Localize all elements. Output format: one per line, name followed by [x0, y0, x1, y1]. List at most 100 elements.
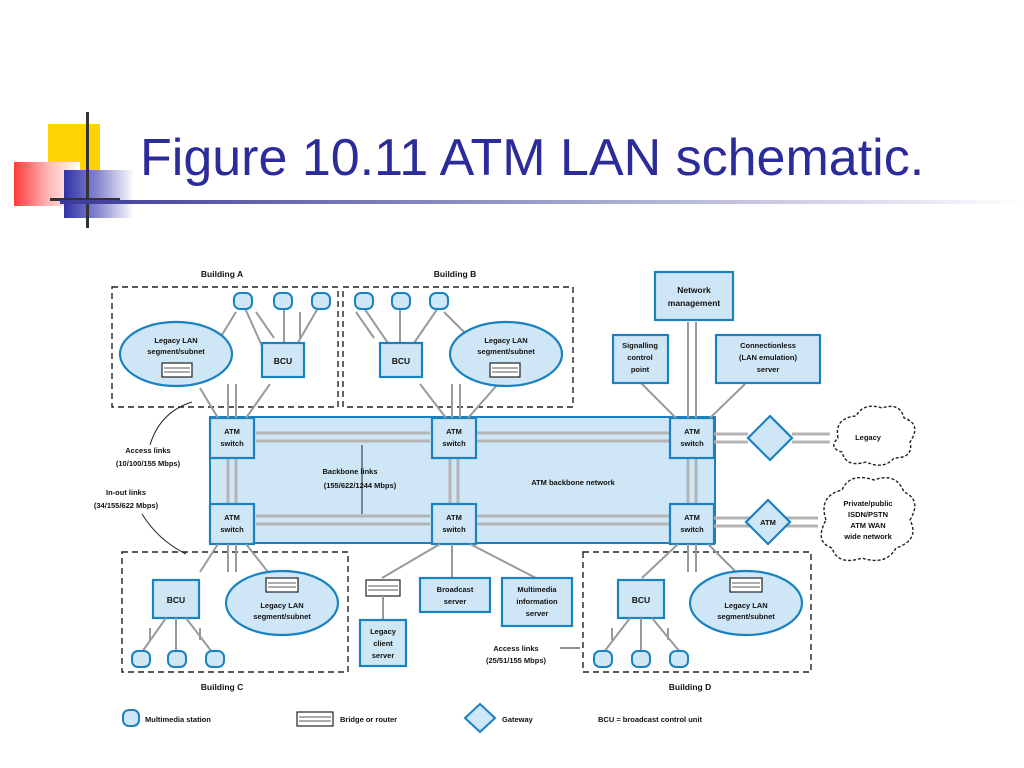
legend-bcu-label: BCU = broadcast control unit	[598, 715, 702, 724]
access-links-label-1: Access links	[125, 446, 170, 455]
svg-text:(LAN emulation): (LAN emulation)	[739, 353, 797, 362]
svg-text:switch: switch	[220, 439, 244, 448]
access-links-pointer	[149, 401, 193, 446]
svg-text:switch: switch	[680, 525, 704, 534]
connectionless-server[interactable]: Connectionless (LAN emulation) server	[714, 333, 822, 385]
legend-bridge-icon	[296, 711, 334, 727]
bcu-c[interactable]: BCU	[151, 578, 201, 620]
svg-text:point: point	[631, 365, 650, 374]
svg-text:server: server	[372, 651, 395, 660]
svg-text:Legacy LAN: Legacy LAN	[260, 601, 303, 610]
svg-text:ATM: ATM	[446, 427, 462, 436]
svg-text:Legacy LAN: Legacy LAN	[154, 336, 197, 345]
svg-text:server: server	[444, 597, 467, 606]
svg-text:Multimedia: Multimedia	[517, 585, 557, 594]
svg-text:segment/subnet: segment/subnet	[477, 347, 535, 356]
legacy-lan-d[interactable]: Legacy LAN segment/subnet	[688, 569, 804, 637]
legacy-lan-c[interactable]: Legacy LAN segment/subnet	[224, 569, 340, 637]
access-links-low-label-1: Access links	[493, 644, 538, 653]
legacy-lan-b[interactable]: Legacy LAN segment/subnet	[448, 320, 564, 388]
svg-text:segment/subnet: segment/subnet	[717, 612, 775, 621]
svg-text:switch: switch	[442, 439, 466, 448]
bcu-a[interactable]: BCU	[260, 341, 306, 379]
legend-gateway-icon	[463, 702, 497, 734]
building-b-label: Building B	[434, 269, 477, 279]
legend-station-icon	[122, 709, 140, 727]
svg-text:information: information	[516, 597, 558, 606]
multimedia-station-icon[interactable]	[631, 650, 651, 668]
legend-station-label: Multimedia station	[145, 715, 211, 724]
svg-text:Network: Network	[677, 285, 711, 295]
svg-text:BCU: BCU	[274, 356, 292, 366]
svg-text:ATM: ATM	[446, 513, 462, 522]
svg-text:ATM: ATM	[684, 513, 700, 522]
multimedia-station-icon[interactable]	[273, 292, 293, 310]
building-c-stations	[141, 617, 213, 653]
multimedia-station-icon[interactable]	[233, 292, 253, 310]
multimedia-station-icon[interactable]	[205, 650, 225, 668]
svg-text:wide network: wide network	[843, 532, 892, 541]
broadcast-server[interactable]: Broadcast server	[418, 576, 492, 614]
svg-text:ATM: ATM	[684, 427, 700, 436]
atm-switch-f[interactable]: ATM switch	[430, 502, 478, 546]
atm-switch-b[interactable]: ATM switch	[430, 416, 478, 460]
legacy-lan-a[interactable]: Legacy LAN segment/subnet	[118, 320, 234, 388]
legacy-cloud[interactable]: Legacy	[833, 405, 916, 466]
bridge-router-icon[interactable]	[365, 579, 401, 597]
svg-text:Private/public: Private/public	[843, 499, 892, 508]
in-out-links-pointer	[141, 513, 187, 555]
svg-text:management: management	[668, 298, 721, 308]
svg-text:segment/subnet: segment/subnet	[147, 347, 205, 356]
gateway-diamond[interactable]	[746, 414, 794, 462]
network-management-server[interactable]: Network management	[653, 270, 735, 322]
building-a-box	[111, 286, 339, 408]
legacy-client-server[interactable]: Legacy client server	[358, 618, 408, 668]
multimedia-station-icon[interactable]	[669, 650, 689, 668]
backbone-network-label: ATM backbone network	[531, 478, 615, 487]
svg-text:Legacy LAN: Legacy LAN	[724, 601, 767, 610]
svg-text:Connectionless: Connectionless	[740, 341, 796, 350]
deco-horizontal-line	[50, 198, 120, 201]
multimedia-station-icon[interactable]	[593, 650, 613, 668]
bcu-d[interactable]: BCU	[616, 578, 666, 620]
in-out-links-label-2: (34/155/622 Mbps)	[94, 501, 159, 510]
building-d-stations	[603, 617, 681, 653]
atm-switch-d[interactable]: ATM switch	[668, 502, 716, 546]
atm-switch-a[interactable]: ATM switch	[208, 416, 256, 460]
slide-title: Figure 10.11 ATM LAN schematic.	[140, 129, 925, 187]
svg-text:segment/subnet: segment/subnet	[253, 612, 311, 621]
multimedia-station-icon[interactable]	[311, 292, 331, 310]
svg-text:Legacy: Legacy	[855, 433, 882, 442]
building-b-box	[342, 286, 574, 408]
in-out-links-label-1: In-out links	[106, 488, 146, 497]
public-network-cloud[interactable]: Private/public ISDN/PSTN ATM WAN wide ne…	[820, 476, 916, 562]
bcu-b[interactable]: BCU	[378, 341, 424, 379]
svg-text:BCU: BCU	[167, 595, 185, 605]
svg-text:Signalling: Signalling	[622, 341, 658, 350]
building-a-stations	[219, 305, 319, 347]
multimedia-station-icon[interactable]	[131, 650, 151, 668]
svg-text:control: control	[627, 353, 652, 362]
svg-text:ISDN/PSTN: ISDN/PSTN	[848, 510, 888, 519]
atm-gateway-diamond[interactable]: ATM	[744, 498, 792, 546]
svg-text:switch: switch	[680, 439, 704, 448]
multimedia-station-icon[interactable]	[167, 650, 187, 668]
building-d-label: Building D	[669, 682, 712, 692]
multimedia-information-server[interactable]: Multimedia information server	[500, 576, 574, 628]
access-links-label-2: (10/100/155 Mbps)	[116, 459, 181, 468]
backbone-links-label-1: Backbone links	[322, 467, 377, 476]
atm-switch-c[interactable]: ATM switch	[208, 502, 256, 546]
svg-text:server: server	[526, 609, 549, 618]
multimedia-station-icon[interactable]	[354, 292, 374, 310]
svg-text:client: client	[373, 639, 393, 648]
deco-vertical-line	[86, 112, 89, 228]
svg-text:ATM: ATM	[224, 427, 240, 436]
svg-text:BCU: BCU	[392, 356, 410, 366]
multimedia-station-icon[interactable]	[391, 292, 411, 310]
atm-switch-e[interactable]: ATM switch	[668, 416, 716, 460]
multimedia-station-icon[interactable]	[429, 292, 449, 310]
signalling-control-point[interactable]: Signalling control point	[611, 333, 670, 385]
deco-blue-square	[64, 170, 134, 218]
backbone-links-label-2: (155/622/1244 Mbps)	[324, 481, 397, 490]
